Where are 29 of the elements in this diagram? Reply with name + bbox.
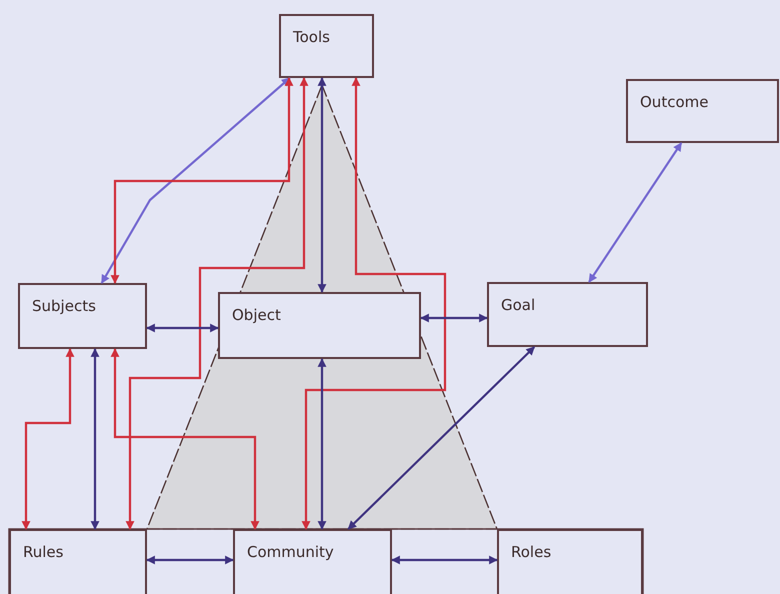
process-box xyxy=(626,79,779,143)
process-box xyxy=(487,282,648,347)
box-label: Rules xyxy=(23,543,64,562)
box-label: Roles xyxy=(511,543,552,562)
process-box xyxy=(9,529,147,594)
arrow xyxy=(146,556,234,564)
arrow xyxy=(420,314,488,322)
arrow xyxy=(110,348,260,530)
box-label: Goal xyxy=(501,296,536,315)
arrow xyxy=(146,324,219,332)
process-box xyxy=(18,283,147,349)
arrow xyxy=(90,348,100,530)
arrow xyxy=(318,77,326,293)
arrow xyxy=(22,348,74,530)
arrow xyxy=(126,77,308,530)
box-label: Outcome xyxy=(640,93,710,112)
box-label: Subjects xyxy=(32,297,97,316)
arrow xyxy=(318,358,326,530)
arrow xyxy=(588,142,682,283)
arrow xyxy=(391,556,498,564)
process-box xyxy=(218,292,421,359)
process-box xyxy=(497,529,643,594)
arrow xyxy=(348,346,536,530)
arrow xyxy=(302,77,446,530)
box-label: Object xyxy=(232,306,282,325)
box-label: Community xyxy=(247,543,335,562)
box-label: Tools xyxy=(293,28,331,47)
process-box xyxy=(279,14,374,78)
process-box xyxy=(233,529,392,594)
